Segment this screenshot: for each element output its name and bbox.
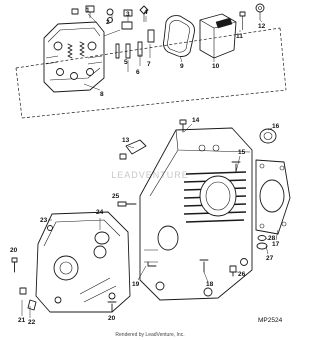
- washer-27: [256, 242, 268, 250]
- assembly-boundary: [15, 27, 287, 119]
- callout-14: 14: [192, 117, 200, 124]
- callout-19: 19: [132, 281, 140, 288]
- callout-24: 24: [96, 209, 104, 216]
- washer-24: [94, 231, 110, 245]
- crankcase-block: [139, 127, 253, 301]
- plug-26: [229, 265, 237, 277]
- oil-seal: [259, 128, 277, 144]
- bracket: [119, 139, 147, 160]
- callout-11: 11: [236, 33, 243, 40]
- callout-23: 23: [40, 217, 48, 224]
- callout-27: 27: [266, 255, 274, 262]
- fitting-25: [117, 201, 137, 207]
- bolt-20a: [11, 257, 18, 273]
- callout-13: 13: [122, 137, 130, 144]
- callout-21: 21: [18, 317, 26, 324]
- head-hardware: [71, 5, 155, 59]
- callout-16: 16: [272, 123, 280, 130]
- callout-17: 17: [272, 241, 280, 248]
- dipstick-tube: [27, 299, 37, 311]
- dipstick-cap: [19, 287, 27, 295]
- head-gasket: [255, 159, 291, 235]
- valve-cover: [199, 13, 237, 59]
- callout-8: 8: [100, 91, 104, 98]
- callout-20a: 20: [10, 247, 18, 254]
- callout-9: 9: [180, 63, 184, 70]
- crankcase-cover: [35, 211, 131, 313]
- callout-6: 6: [136, 69, 140, 76]
- reference-code: MP2524: [258, 317, 283, 324]
- callout-15: 15: [238, 149, 246, 156]
- stud-19: [147, 261, 157, 267]
- watermark: LEADVENTURE: [111, 170, 189, 180]
- engine-exploded-view: LEADVENTURE: [10, 3, 291, 338]
- callout-3: 3: [126, 11, 130, 18]
- callout-2: 2: [106, 19, 110, 26]
- callout-25: 25: [112, 193, 120, 200]
- callout-7: 7: [147, 61, 151, 68]
- callout-18: 18: [206, 281, 214, 288]
- credit-line: Rendered by LeadVenture, Inc.: [115, 332, 184, 338]
- parts-diagram: LEADVENTURE: [10, 3, 291, 338]
- cylinder-head: [43, 21, 105, 93]
- callout-26: 26: [238, 271, 246, 278]
- leader-lines: [21, 13, 279, 318]
- bolt-14: [179, 119, 187, 133]
- bolt-20b: [107, 301, 117, 313]
- callout-1: 1: [86, 7, 90, 14]
- callout-22: 22: [28, 319, 36, 326]
- callout-labels: 1 2 3 4 5 6 7 8 9 10 11 12 13 14 15 16 1…: [10, 7, 280, 326]
- callout-20b: 20: [108, 315, 116, 322]
- callout-12: 12: [258, 23, 266, 30]
- washer-28: [257, 235, 267, 241]
- bolt-15: [231, 161, 241, 173]
- callout-28: 28: [268, 235, 276, 242]
- bolt-18: [199, 259, 209, 273]
- callout-10: 10: [212, 63, 220, 70]
- valve-cover-gasket: [163, 15, 195, 57]
- callout-4: 4: [144, 9, 148, 16]
- cover-bolts: [239, 3, 265, 30]
- callout-5: 5: [124, 59, 128, 66]
